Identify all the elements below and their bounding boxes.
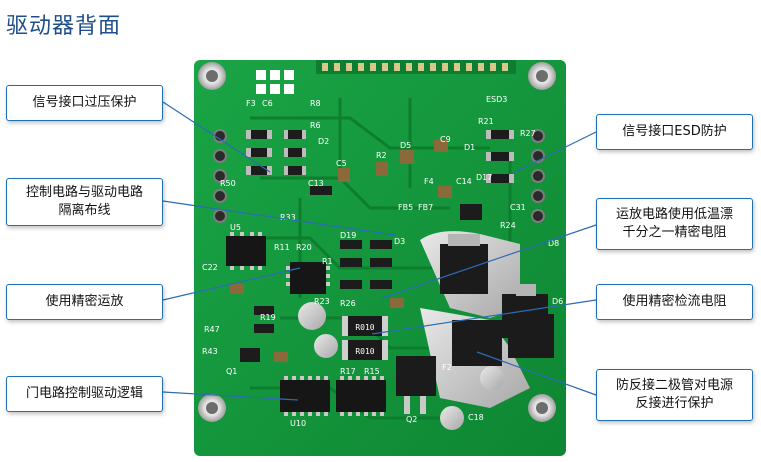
ic-logic-2 [336, 376, 386, 416]
callout-left-1: 信号接口过压保护 [6, 85, 163, 121]
silk-d2: D2 [318, 137, 329, 146]
callout-left-2-line2: 隔离布线 [58, 203, 111, 218]
callout-right-4-line2: 反接进行保护 [635, 396, 714, 411]
ic-u10 [280, 376, 330, 416]
silk-r50: R50 [220, 179, 236, 188]
silk-q1: Q1 [226, 367, 237, 376]
silk-c13: C13 [308, 179, 324, 188]
silk-r43: R43 [202, 347, 218, 356]
silk-c31: C31 [510, 203, 526, 212]
silk-d6: D6 [552, 297, 563, 306]
callout-right-3: 使用精密检流电阻 [596, 284, 753, 320]
silk-esd3: ESD3 [486, 95, 507, 104]
silk-fb7: FB7 [418, 203, 433, 212]
silk-d17: D17 [476, 173, 492, 182]
silk-r17: R17 [340, 367, 356, 376]
silk-r23: R23 [314, 297, 330, 306]
callout-right-2-line1: 运放电路使用低温漂 [615, 207, 733, 222]
svg-text:R010: R010 [355, 323, 374, 332]
silk-d1: D1 [464, 143, 475, 152]
silk-q2: Q2 [406, 415, 417, 424]
callout-left-2-line1: 控制电路与驱动电路 [25, 185, 143, 200]
silk-r2: R2 [376, 151, 387, 160]
silk-c22: C22 [202, 263, 218, 272]
svg-text:R010: R010 [355, 347, 374, 356]
silk-r33: R33 [280, 213, 296, 222]
silk-f4: F4 [424, 177, 434, 186]
silk-r15: R15 [364, 367, 380, 376]
silk-r27: R27 [520, 129, 536, 138]
callout-right-2-line2: 千分之一精密电阻 [622, 225, 727, 240]
callout-right-4-line1: 防反接二极管对电源 [615, 378, 733, 393]
silk-u10: U10 [290, 419, 306, 428]
callout-right-1: 信号接口ESD防护 [596, 114, 753, 150]
callout-left-4: 门电路控制驱动逻辑 [6, 376, 163, 412]
callout-right-1-text: 信号接口ESD防护 [622, 124, 727, 139]
silk-d8: D8 [548, 239, 559, 248]
silk-d10: R19 [260, 313, 276, 322]
silk-r1: R1 [322, 257, 333, 266]
silk-c9: C9 [440, 135, 451, 144]
ic-opamp [286, 262, 330, 294]
silk-c5: C5 [336, 159, 347, 168]
ic-u5 [226, 232, 266, 270]
page-title: 驱动器背面 [6, 14, 122, 39]
silk-u5: U5 [230, 223, 241, 232]
callout-left-3: 使用精密运放 [6, 284, 163, 320]
callout-right-3-text: 使用精密检流电阻 [622, 294, 727, 309]
callout-right-2: 运放电路使用低温漂 千分之一精密电阻 [596, 198, 753, 250]
callout-left-2: 控制电路与驱动电路 隔离布线 [6, 178, 163, 226]
silk-fb5: FB5 [398, 203, 413, 212]
silk-r26: R26 [340, 299, 356, 308]
silk-d19: D19 [340, 231, 356, 240]
silk-d3: D3 [394, 237, 405, 246]
silk-r8: R8 [310, 99, 321, 108]
silk-r20: R20 [296, 243, 312, 252]
silk-c14: C14 [456, 177, 472, 186]
pcb-board: R010 R010 ESD3 R21 R27 D1 D17 [194, 60, 566, 456]
pcb-board-photo: R010 R010 ESD3 R21 R27 D1 D17 [190, 58, 570, 458]
silk-r47: R47 [204, 325, 220, 334]
silk-c6: C6 [262, 99, 273, 108]
header-pins-top [316, 60, 516, 74]
callout-left-1-text: 信号接口过压保护 [32, 95, 137, 110]
mounting-holes [198, 62, 556, 422]
logo-squares [256, 70, 294, 94]
callout-left-3-text: 使用精密运放 [45, 294, 124, 309]
callout-right-4: 防反接二极管对电源 反接进行保护 [596, 369, 753, 421]
silk-f2: F2 [442, 363, 452, 372]
silk-r24: R24 [500, 221, 516, 230]
silk-r21: R21 [478, 117, 494, 126]
silk-r11: R11 [274, 243, 290, 252]
silk-c18: C18 [468, 413, 484, 422]
callout-left-4-text: 门电路控制驱动逻辑 [25, 386, 143, 401]
silk-d5: D5 [400, 141, 411, 150]
silk-r6: R6 [310, 121, 321, 130]
silk-f3: F3 [246, 99, 256, 108]
